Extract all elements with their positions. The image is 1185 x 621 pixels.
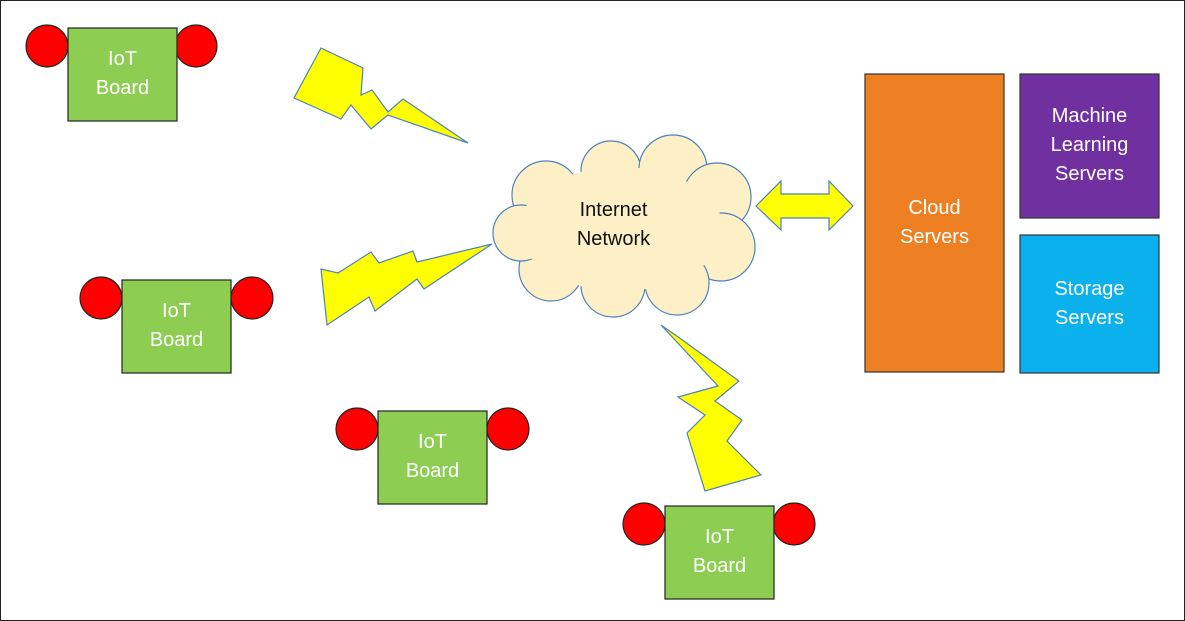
led-left xyxy=(335,407,379,451)
led-right xyxy=(486,407,530,451)
led-right xyxy=(230,276,274,320)
iot-board-2 xyxy=(79,276,274,374)
bidirectional-arrow-icon xyxy=(755,179,854,232)
ml-servers-box xyxy=(1019,73,1160,219)
led-left xyxy=(622,502,666,546)
led-left xyxy=(25,24,69,68)
iot-board-3 xyxy=(335,407,530,505)
lightning-bolt-icon xyxy=(660,324,763,492)
led-right xyxy=(772,502,816,546)
storage-servers-box xyxy=(1019,234,1160,374)
led-right xyxy=(174,24,218,68)
internet-cloud xyxy=(492,134,756,318)
iot-board-4 xyxy=(622,502,816,600)
lightning-bolt-icon xyxy=(293,47,469,144)
iot-board-1 xyxy=(25,24,218,122)
led-left xyxy=(79,276,123,320)
cloud-servers-box xyxy=(864,73,1005,373)
lightning-bolt-icon xyxy=(320,243,493,327)
